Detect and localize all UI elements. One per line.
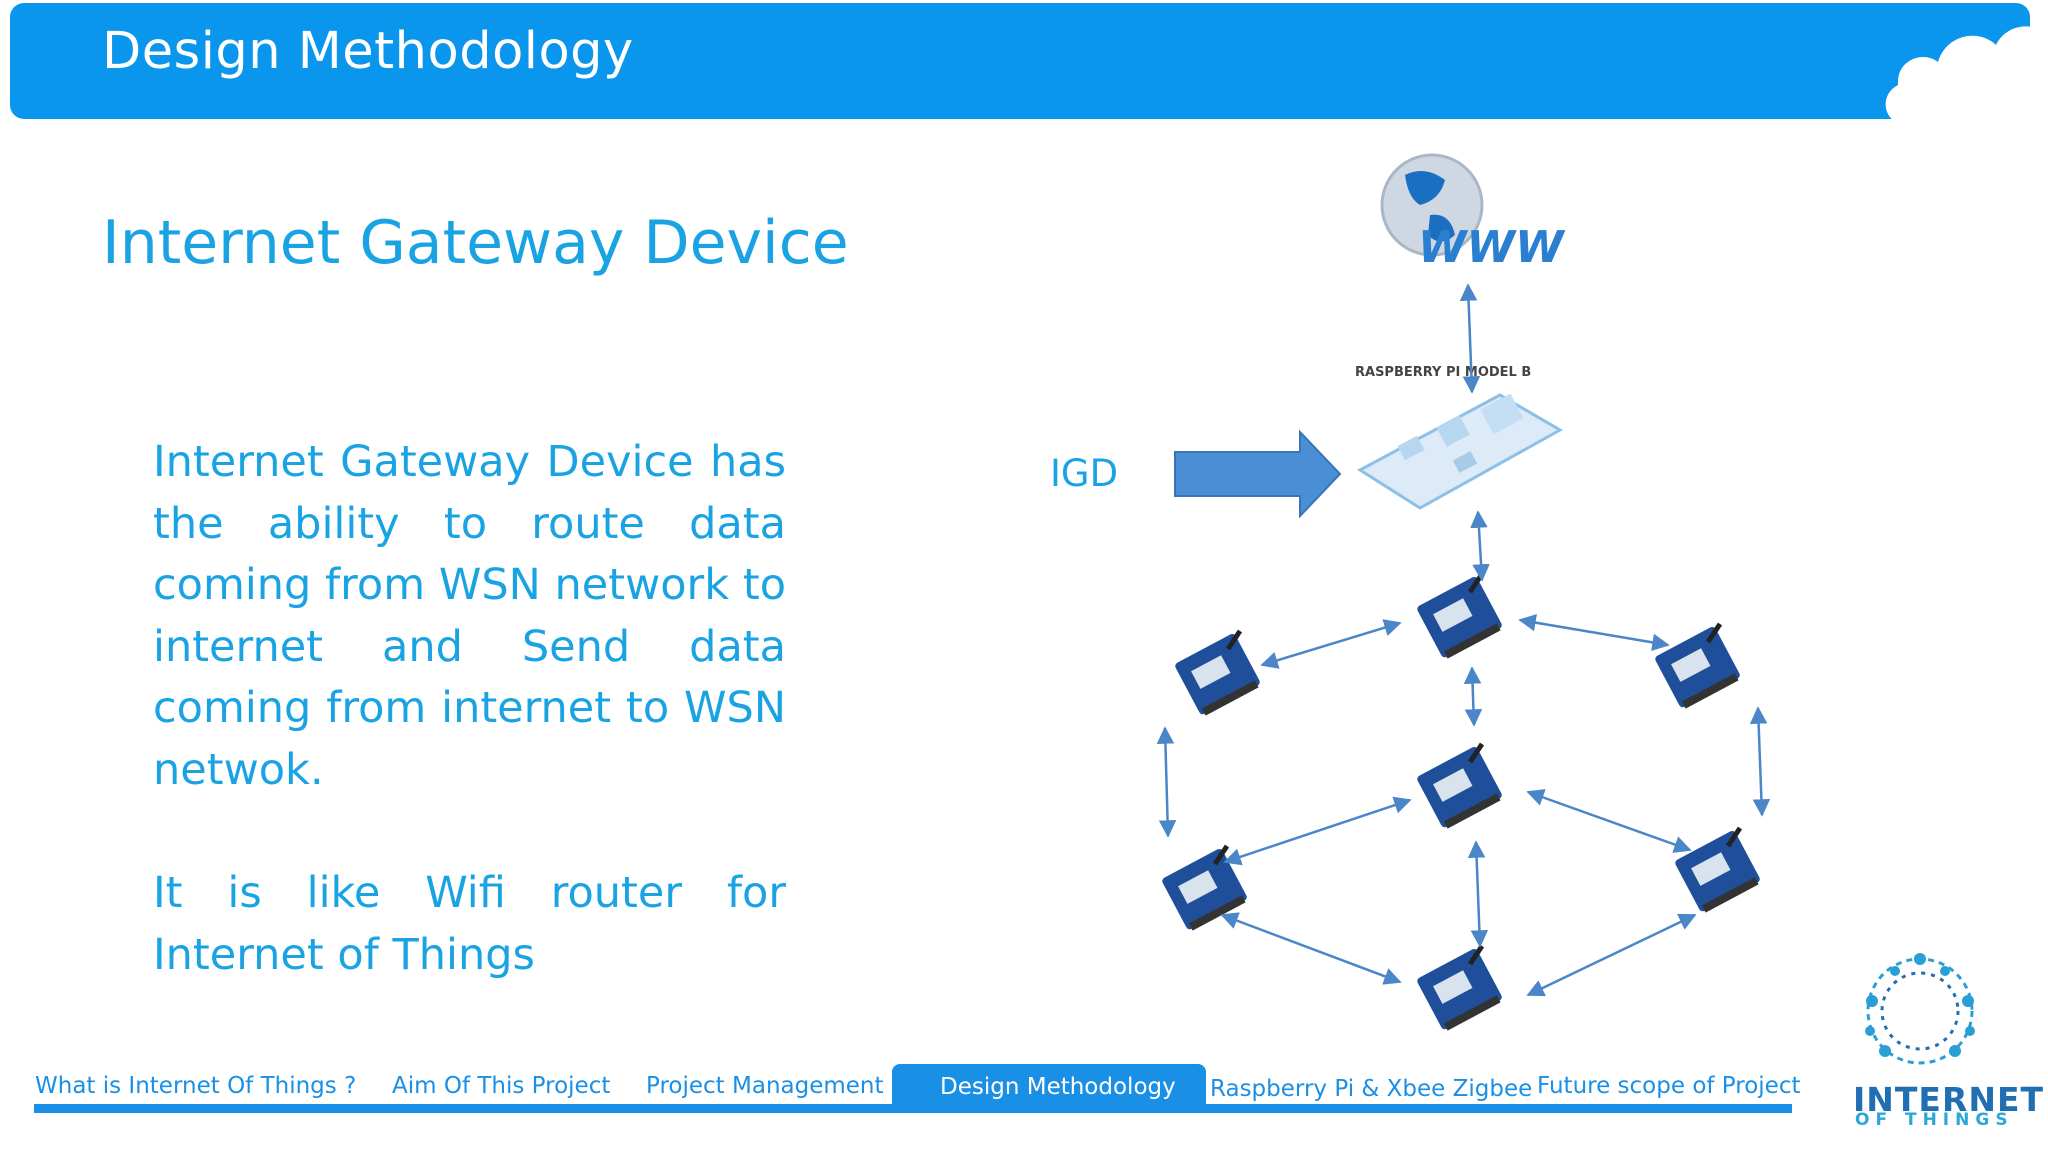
board-title: RASPBERRY PI MODEL B [1355,365,1531,380]
nav-item-future-scope[interactable]: Future scope of Project [1537,1073,1801,1099]
xbee-node-icon [1654,624,1741,709]
igd-arrow-icon [1175,432,1340,516]
nav-item-raspberry-xbee[interactable]: Raspberry Pi & Xbee Zigbee [1210,1076,1532,1102]
xbee-node-icon [1674,828,1761,913]
nav-item-design-methodology[interactable]: Design Methodology [892,1064,1206,1110]
xbee-node-icon [1416,574,1503,659]
xbee-node-icon [1416,744,1503,829]
xbee-node-icon [1174,631,1261,716]
xbee-node-icon [1416,946,1503,1031]
iot-logo-line2: OF THINGS [1855,1110,2014,1130]
nav-item-aim[interactable]: Aim Of This Project [392,1073,610,1099]
www-text: WWW [1418,222,1566,273]
nav-item-what-is-iot[interactable]: What is Internet Of Things ? [35,1073,356,1099]
iot-logo-icon [1850,946,1990,1076]
raspberry-pi-board-icon: RASPBERRY PI MODEL B [1355,365,1560,508]
www-globe-icon: WWW [1382,155,1566,273]
nav-item-project-management[interactable]: Project Management [646,1073,884,1099]
